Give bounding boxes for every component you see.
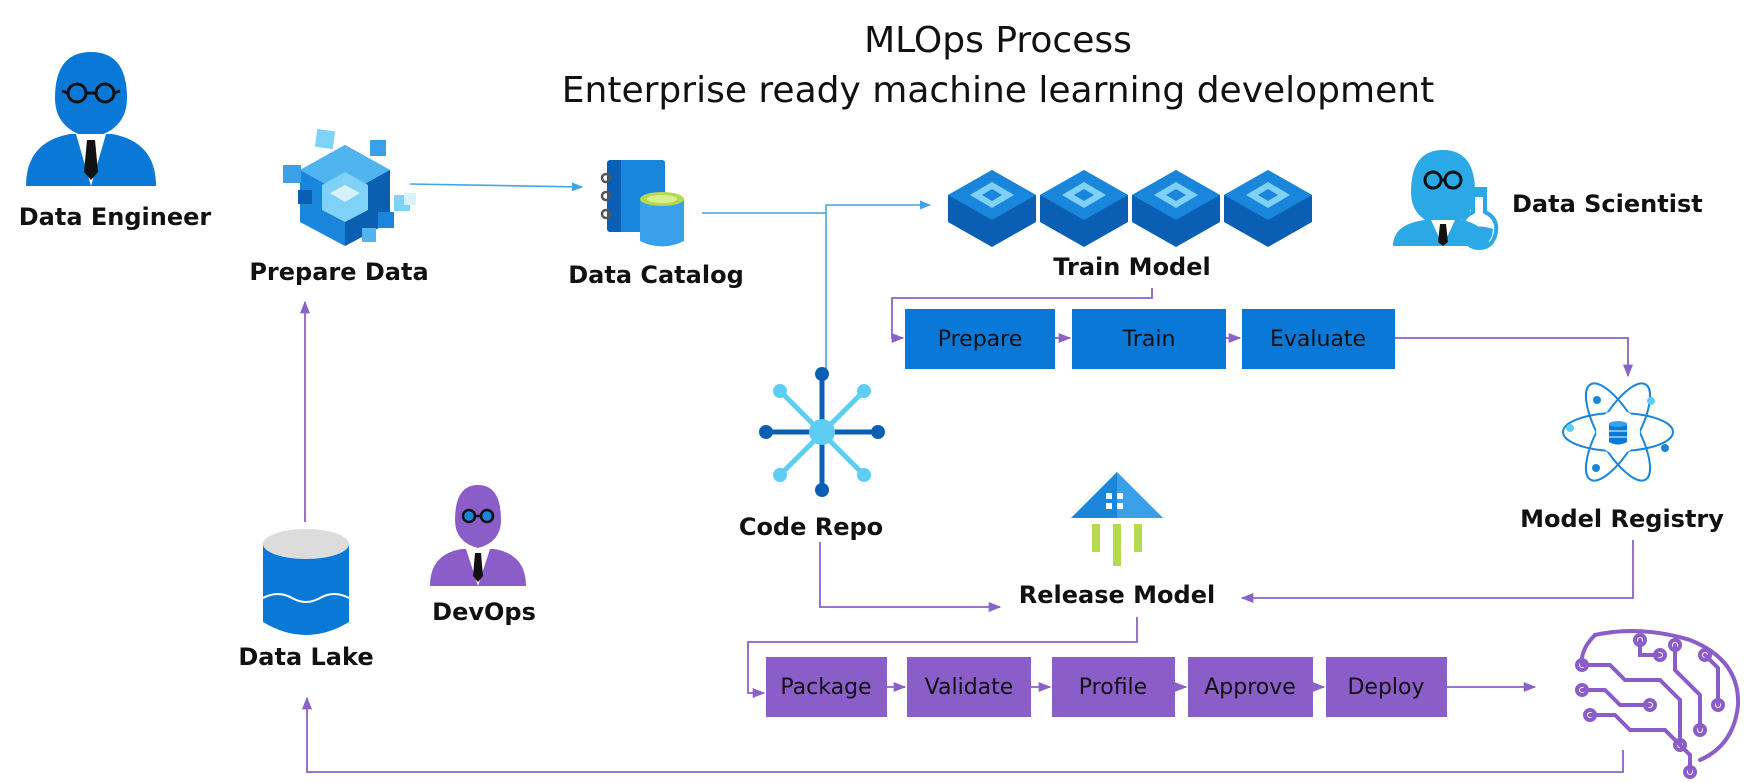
prepare-data-node: Prepare Data — [249, 128, 429, 286]
atom-icon — [1562, 382, 1674, 482]
code-repo-label: Code Repo — [739, 513, 883, 541]
data-catalog-node: Data Catalog — [568, 160, 744, 289]
data-lake-node: Data Lake — [238, 529, 374, 671]
step-profile-label: Profile — [1079, 675, 1147, 700]
step-train: Train — [1072, 309, 1226, 369]
step-deploy-label: Deploy — [1347, 675, 1424, 700]
release-steps: Package Validate Profile Approve Deploy — [766, 657, 1447, 717]
rocket-house-icon — [1071, 472, 1163, 566]
train-steps: Prepare Train Evaluate — [905, 309, 1395, 369]
arrow-registry-to-release — [1240, 540, 1634, 604]
release-model-node: Release Model — [1019, 472, 1215, 609]
step-prepare: Prepare — [905, 309, 1055, 369]
arrow-release-to-package — [747, 617, 1138, 699]
arrow-prepare-to-catalog — [409, 182, 584, 192]
data-lake-label: Data Lake — [238, 643, 373, 671]
person-icon — [26, 52, 156, 186]
data-scientist: Data Scientist — [1393, 150, 1703, 251]
arrow-train-to-prepare — [891, 288, 1153, 344]
model-registry-label: Model Registry — [1520, 505, 1724, 533]
circuit-brain-icon — [1575, 629, 1741, 779]
data-engineer-label: Data Engineer — [19, 203, 212, 231]
network-hub-icon — [759, 367, 885, 497]
page-subtitle: Enterprise ready machine learning develo… — [562, 70, 1434, 111]
page-title: MLOps Process — [864, 20, 1132, 61]
step-package-label: Package — [780, 675, 871, 700]
step-validate: Validate — [907, 657, 1031, 717]
arrow-model-to-datalake — [301, 696, 1624, 773]
step-approve-label: Approve — [1204, 675, 1296, 700]
data-scientist-label: Data Scientist — [1512, 190, 1703, 218]
arrow-evaluate-to-registry — [1395, 337, 1634, 378]
prepare-data-label: Prepare Data — [249, 258, 428, 286]
step-evaluate: Evaluate — [1242, 309, 1395, 369]
step-evaluate-label: Evaluate — [1270, 327, 1366, 352]
step-package: Package — [766, 657, 887, 717]
model-registry-node: Model Registry — [1520, 382, 1724, 533]
step-prepare-label: Prepare — [938, 327, 1023, 352]
step-train-label: Train — [1122, 327, 1176, 352]
person-icon — [430, 485, 526, 586]
step-approve: Approve — [1188, 657, 1313, 717]
connectors — [299, 182, 1634, 773]
data-engineer: Data Engineer — [19, 52, 212, 231]
scientist-icon — [1393, 150, 1499, 251]
train-model-label: Train Model — [1053, 253, 1211, 281]
data-catalog-label: Data Catalog — [568, 261, 744, 289]
step-deploy: Deploy — [1326, 657, 1447, 717]
train-model-node: Train Model — [948, 170, 1312, 281]
step-validate-label: Validate — [925, 675, 1014, 700]
arrow-to-train-model — [825, 200, 932, 213]
database-icon — [262, 529, 350, 635]
devops: DevOps — [430, 485, 536, 626]
cubes-icon — [283, 128, 416, 246]
compute-blocks-icon — [948, 170, 1312, 247]
step-profile: Profile — [1052, 657, 1175, 717]
catalog-icon — [600, 160, 684, 247]
arrow-repo-to-release — [819, 542, 1002, 613]
devops-label: DevOps — [432, 598, 536, 626]
code-repo-node: Code Repo — [739, 367, 885, 541]
release-model-label: Release Model — [1019, 581, 1215, 609]
